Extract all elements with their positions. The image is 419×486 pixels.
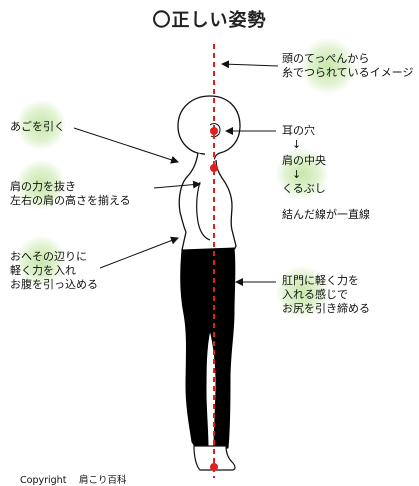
copyright: Copyright 肩こり百科 (20, 472, 126, 486)
label-ankle: くるぶし (282, 182, 326, 196)
ankle-dot (210, 463, 218, 471)
label-belly-3: お腹を引っ込める (10, 278, 98, 292)
label-shoulders-2: 左右の肩の高さを揃える (10, 194, 131, 208)
page-title: 〇正しい姿勢 (0, 6, 419, 32)
label-head-line-2: 糸でつられているイメージ (282, 66, 413, 80)
label-line-note: 結んだ線が一直線 (282, 208, 370, 222)
label-chin: あごを引く (10, 120, 65, 134)
label-hip-3: お尻を引き締める (282, 302, 370, 316)
shoulder-dot (210, 164, 218, 172)
label-ear: 耳の穴 (282, 124, 315, 138)
label-head-line-1: 頭のてっぺんから (282, 52, 369, 66)
arrow-belly (100, 238, 178, 268)
torso-shape (179, 153, 236, 256)
label-shoulders-1: 肩の力を抜き (10, 180, 76, 194)
label-hip-2: 入れる感じで (282, 288, 348, 302)
head-shape (178, 96, 240, 163)
label-shoulder-center: 肩の中央 (282, 154, 326, 168)
label-belly-2: 軽く力を入れ (10, 264, 76, 278)
arrow-chin (74, 128, 178, 162)
arrow-head-line (222, 64, 278, 66)
label-belly-1: おへその辺りに (10, 250, 87, 264)
ear-dot (210, 127, 218, 135)
label-arrow-1: ↓ (292, 138, 301, 152)
label-hip-1: 肛門に軽く力を (282, 274, 359, 288)
label-arrow-2: ↓ (292, 168, 301, 182)
legs-shape (181, 248, 235, 448)
